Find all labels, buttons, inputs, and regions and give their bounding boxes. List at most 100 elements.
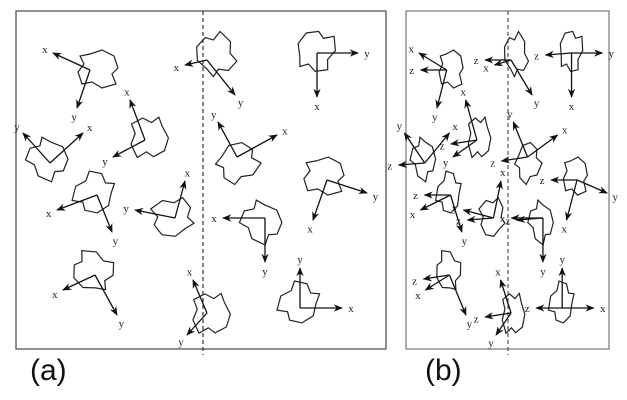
particle-outline <box>513 141 543 186</box>
y-axis-label: y <box>14 121 20 133</box>
particle: xy <box>211 199 283 278</box>
particle-outline <box>501 292 526 335</box>
x-axis-label: x <box>307 223 313 235</box>
x-axis-arrow <box>492 180 503 219</box>
x-axis-label: x <box>569 101 575 113</box>
particle-outline <box>436 250 462 291</box>
x-axis-label: x <box>124 87 130 99</box>
y-axis-label: y <box>397 121 403 133</box>
x-axis-label: x <box>173 62 179 74</box>
panel-b-label: (b) <box>425 354 462 387</box>
particle-outline <box>478 196 506 237</box>
z-axis-arrow <box>422 274 450 282</box>
z-axis-label: z <box>456 216 461 228</box>
y-axis-label: y <box>123 203 129 215</box>
x-axis-label: x <box>500 213 506 225</box>
particle: xy <box>178 267 232 349</box>
particle-outline <box>467 115 492 159</box>
particle-outline <box>303 156 345 196</box>
z-axis-arrow <box>484 312 512 320</box>
particle: xy <box>123 167 195 237</box>
y-axis-label: y <box>534 98 540 110</box>
x-axis-label: x <box>314 101 320 113</box>
particle: xy <box>173 30 244 109</box>
y-axis-label: y <box>373 191 379 203</box>
x-axis-arrow <box>424 132 451 164</box>
x-axis-label: x <box>42 44 48 56</box>
x-axis-arrow <box>464 99 478 141</box>
y-axis-label: y <box>609 48 615 60</box>
y-axis-arrow <box>403 132 426 164</box>
particle-outline <box>297 30 337 73</box>
z-axis-arrow <box>397 160 425 169</box>
x-axis-label: x <box>562 224 568 236</box>
x-axis-arrow <box>49 132 84 164</box>
particle-outline <box>438 49 464 89</box>
z-axis-label: z <box>525 303 530 315</box>
y-axis-label: y <box>262 266 268 278</box>
x-axis-label: x <box>87 122 93 134</box>
particle-outline <box>192 292 232 335</box>
x-axis-arrow <box>184 59 208 67</box>
y-axis-label: y <box>71 112 77 124</box>
x-axis-arrow <box>424 274 450 291</box>
particle: xy <box>276 254 354 324</box>
particle-outline <box>149 196 195 237</box>
y-axis-arrow <box>326 179 368 194</box>
particle: xyz <box>540 156 619 236</box>
x-axis-label: x <box>500 167 506 179</box>
y-axis-label: y <box>452 203 458 215</box>
y-axis-arrow <box>186 312 208 336</box>
particle: xyz <box>534 30 615 113</box>
y-axis-label: y <box>467 318 473 330</box>
y-axis-label: y <box>119 318 125 330</box>
y-axis-arrow <box>495 312 512 336</box>
y-axis-arrow <box>510 59 533 96</box>
y-axis-arrow <box>448 274 467 316</box>
particle: xy <box>46 170 119 247</box>
particle-outline <box>409 135 437 183</box>
y-axis-label: y <box>238 97 244 109</box>
z-axis-arrow <box>466 215 494 224</box>
y-axis-label: y <box>178 337 184 349</box>
x-axis-arrow <box>56 194 98 211</box>
y-axis-arrow <box>134 208 176 219</box>
y-axis-label: y <box>102 156 108 168</box>
z-axis-label: z <box>413 190 418 202</box>
x-axis-label: x <box>282 126 288 138</box>
x-axis-arrow <box>499 279 512 314</box>
particle: xyz <box>525 254 606 324</box>
x-axis-arrow <box>62 274 96 291</box>
panel-a-label: (a) <box>30 354 67 387</box>
particle-outline <box>547 280 575 324</box>
particle: xyz <box>500 198 554 278</box>
y-axis-arrow <box>449 194 463 233</box>
particle: xy <box>52 250 125 330</box>
particle: xyz <box>387 121 458 183</box>
particle: xyz <box>440 86 492 169</box>
y-axis-label: y <box>507 109 513 121</box>
y-axis-arrow <box>112 139 146 158</box>
particle-outline <box>130 116 170 159</box>
z-axis-label: z <box>387 161 392 173</box>
x-axis-label: x <box>410 209 416 221</box>
y-axis-arrow <box>206 59 236 96</box>
particle: xy <box>303 156 379 235</box>
y-axis-arrow <box>94 274 118 316</box>
x-axis-label: x <box>348 303 354 315</box>
x-axis-arrow <box>527 134 559 158</box>
particle: xyz <box>412 250 473 330</box>
y-axis-label: y <box>297 254 303 266</box>
y-axis-label: y <box>462 236 468 248</box>
y-axis-label: y <box>211 109 217 121</box>
x-axis-label: x <box>415 290 421 302</box>
y-axis-arrow <box>576 179 608 194</box>
y-axis-arrow <box>452 139 478 158</box>
particle-outline <box>559 30 584 73</box>
y-axis-arrow <box>76 69 91 109</box>
x-axis-arrow <box>565 179 578 221</box>
z-axis-arrow <box>450 139 478 147</box>
panel-a-frame <box>15 10 387 350</box>
particle: xyz <box>474 266 526 349</box>
